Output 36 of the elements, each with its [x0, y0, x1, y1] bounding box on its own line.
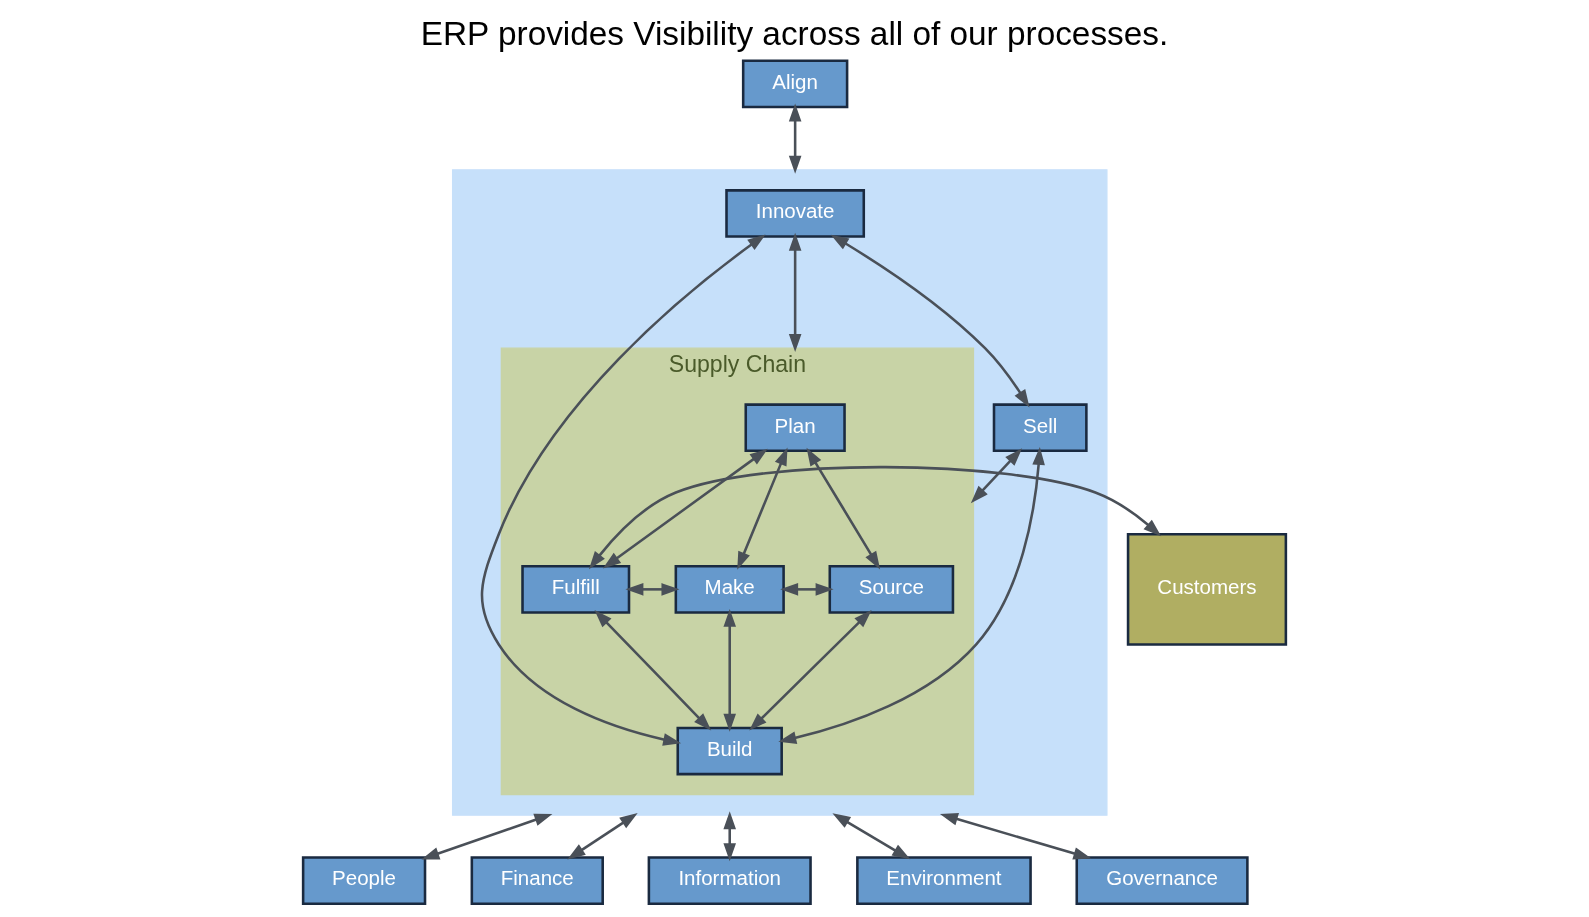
node-box: Environment [856, 856, 1032, 905]
cluster [451, 169, 1108, 816]
arrow [832, 813, 911, 860]
node-box: Customers [1126, 532, 1288, 646]
arrow [421, 813, 553, 860]
diagram-title: ERP provides Visibility across all of our processes. [420, 15, 1169, 53]
node-box: Governance [1075, 856, 1249, 905]
arrow [778, 446, 1045, 744]
node-box: Align [741, 59, 849, 109]
node-box: Innovate [725, 189, 866, 238]
arrow [723, 608, 736, 732]
arrow [749, 610, 872, 731]
arrow [939, 813, 1092, 860]
arrow [723, 811, 736, 862]
arrow [588, 465, 1162, 570]
node-box: Fulfill [521, 565, 631, 614]
arrow [788, 103, 802, 174]
arrow [830, 234, 1030, 408]
arrow [780, 583, 834, 596]
node-box: Make [674, 565, 785, 614]
arrow [567, 813, 638, 860]
arrow [806, 447, 881, 570]
arrow [594, 609, 712, 731]
arrow [625, 583, 680, 596]
node-box: Finance [470, 856, 604, 905]
node-box: Build [676, 726, 783, 776]
node-box: Information [647, 856, 812, 905]
arrow [737, 447, 788, 570]
arrow [788, 232, 802, 353]
node-box: Sell [992, 403, 1088, 453]
arrow [480, 234, 766, 746]
node-box: Plan [744, 403, 846, 453]
node-box: People [301, 856, 427, 905]
arrow [602, 448, 768, 569]
arrow [970, 448, 1023, 504]
node-box: Source [828, 565, 955, 614]
